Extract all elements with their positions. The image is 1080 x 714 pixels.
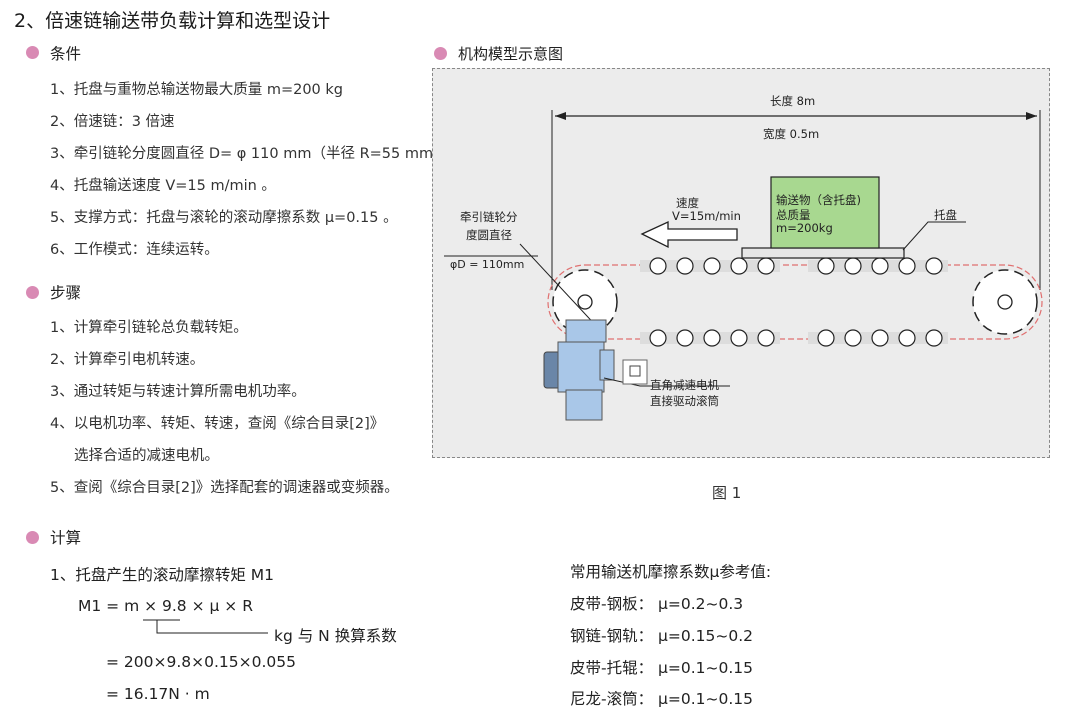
step-item: 5、查阅《综合目录[2]》选择配套的调速器或变频器。 (50, 480, 399, 496)
figure-caption: 图 1 (712, 484, 742, 502)
chain-outline (547, 264, 1043, 340)
step-item: 选择合适的减速电机。 (74, 448, 219, 464)
load-label: 输送物（含托盘) (776, 193, 861, 207)
page-title: 2、倍速链输送带负载计算和选型设计 (14, 10, 331, 32)
lower-rollers (640, 329, 948, 347)
calc-line: = 200×9.8×0.15×0.055 (106, 653, 296, 671)
step-item: 1、计算牵引链轮总负载转矩。 (50, 320, 248, 336)
length-label: 长度 8m (770, 94, 816, 108)
friction-row: 尼龙-滚筒： μ=0.1~0.15 (570, 690, 754, 708)
gear-motor (543, 319, 615, 421)
condition-item: 4、托盘输送速度 V=15 m/min 。 (50, 178, 276, 194)
condition-item: 6、工作模式：连续运转。 (50, 242, 219, 258)
calc-result: = 16.17N · m (106, 685, 210, 703)
section-bullet (26, 531, 39, 544)
sprocket-diameter: φD = 110mm (450, 258, 525, 271)
section-bullet (26, 46, 39, 59)
load-mass-label: 总质量 (776, 208, 811, 222)
calc-item: 1、托盘产生的滚动摩擦转矩 M1 (50, 566, 275, 584)
width-label: 宽度 0.5m (763, 127, 820, 141)
calc-heading: 计算 (50, 529, 82, 547)
conversion-note: kg 与 N 换算系数 (274, 627, 397, 645)
direction-arrow (640, 220, 738, 249)
pallet-label: 托盘 (934, 208, 957, 222)
calc-formula: M1 = m × 9.8 × μ × R (78, 597, 253, 615)
friction-row: 钢链-钢轨： μ=0.15~0.2 (570, 627, 754, 645)
friction-row: 皮带-托辊： μ=0.1~0.15 (570, 659, 754, 677)
load-mass-value: m=200kg (776, 221, 833, 235)
motor-label-2: 直接驱动滚筒 (650, 394, 719, 408)
condition-item: 1、托盘与重物总输送物最大质量 m=200 kg (50, 82, 343, 98)
step-item: 3、通过转矩与转速计算所需电机功率。 (50, 384, 306, 400)
left-sprocket (552, 269, 618, 335)
upper-rollers (640, 257, 948, 275)
speed-label: 速度 (676, 196, 699, 210)
steps-heading: 步骤 (50, 284, 82, 302)
step-item: 4、以电机功率、转矩、转速，查阅《综合目录[2]》 (50, 416, 385, 432)
condition-item: 3、牵引链轮分度圆直径 D= φ 110 mm（半径 R=55 mm） (50, 146, 448, 162)
step-item: 2、计算牵引电机转速。 (50, 352, 205, 368)
model-heading: 机构模型示意图 (458, 45, 564, 63)
friction-heading: 常用输送机摩擦系数μ参考值: (570, 563, 772, 581)
condition-item: 2、倍速链：3 倍速 (50, 114, 175, 130)
section-bullet (434, 47, 447, 60)
load-box (770, 176, 880, 249)
condition-item: 5、支撑方式：托盘与滚轮的滚动摩擦系数 μ=0.15 。 (50, 210, 398, 226)
friction-row: 皮带-钢板： μ=0.2~0.3 (570, 595, 744, 613)
right-sprocket (972, 269, 1038, 335)
conditions-heading: 条件 (50, 45, 82, 63)
section-bullet (26, 286, 39, 299)
zoom-icon (622, 359, 648, 385)
motor-label: 直角减速电机 (650, 378, 719, 392)
sprocket-label-2: 度圆直径 (466, 228, 512, 242)
sprocket-label: 牵引链轮分 (460, 210, 518, 224)
speed-value: V=15m/min (672, 209, 741, 223)
